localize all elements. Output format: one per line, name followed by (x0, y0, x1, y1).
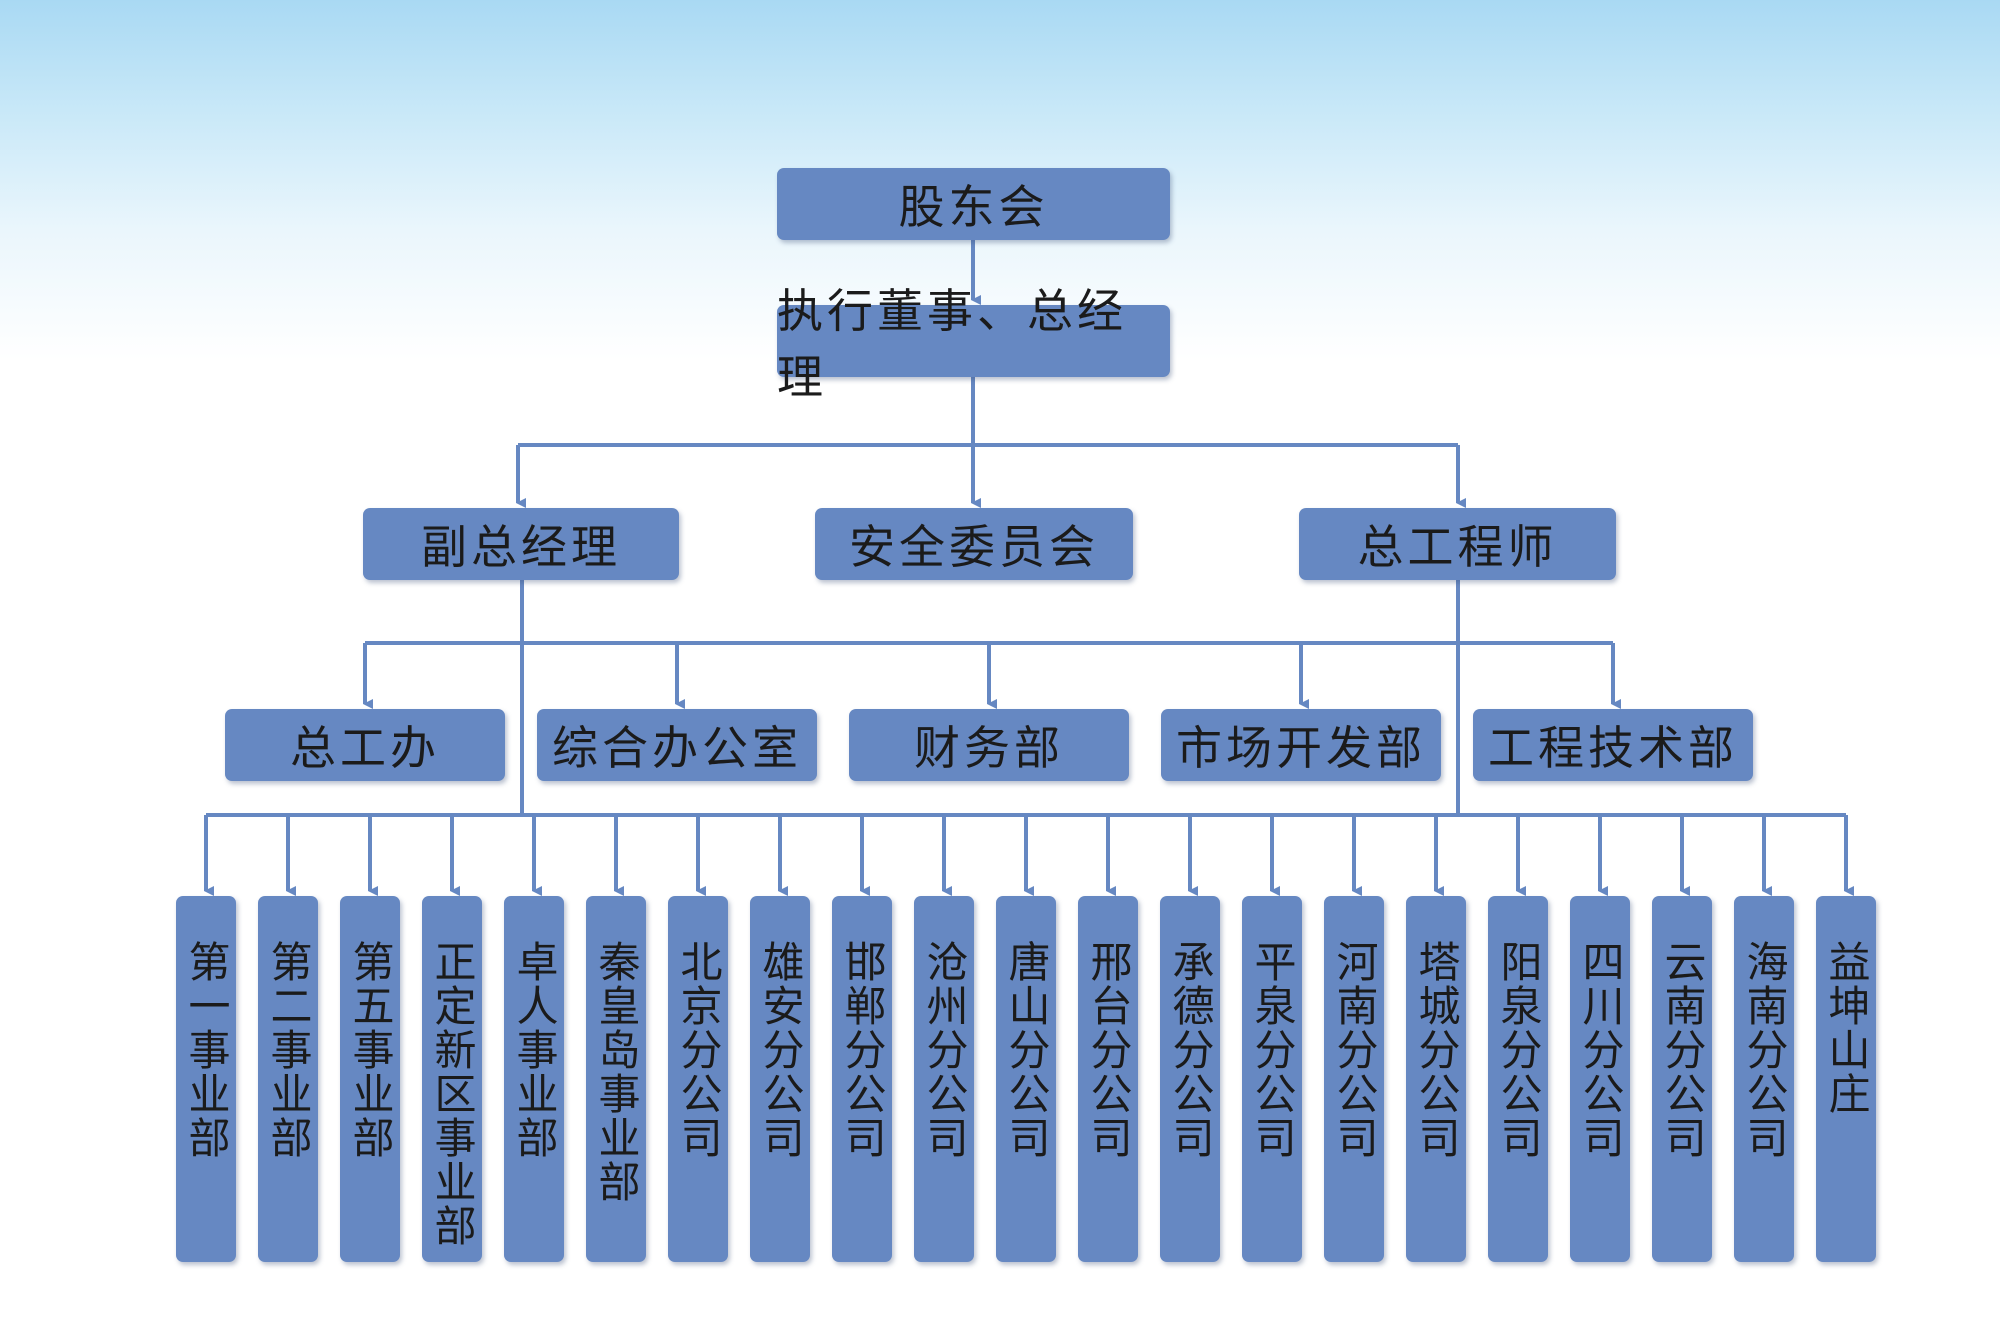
dept-finance-box: 财务部 (849, 709, 1129, 781)
unit-label: 秦皇岛事业部 (592, 940, 641, 1204)
unit-label: 承德分公司 (1166, 940, 1215, 1160)
unit-box: 第二事业部 (258, 896, 318, 1262)
unit-box: 沧州分公司 (914, 896, 974, 1262)
chief-engineer-label: 总工程师 (1357, 520, 1558, 574)
safety-committee-box: 安全委员会 (815, 508, 1133, 580)
unit-label: 第五事业部 (346, 940, 395, 1160)
unit-box: 卓人事业部 (504, 896, 564, 1262)
unit-label: 河南分公司 (1330, 940, 1379, 1160)
unit-label: 沧州分公司 (920, 940, 969, 1160)
dept-label: 总工办 (290, 721, 440, 775)
dept-label: 财务部 (914, 721, 1064, 775)
unit-box: 第五事业部 (340, 896, 400, 1262)
chief-engineer-box: 总工程师 (1299, 508, 1616, 580)
unit-label: 平泉分公司 (1248, 940, 1297, 1160)
unit-box: 海南分公司 (1734, 896, 1794, 1262)
executive-director-label: 执行董事、总经理 (777, 284, 1127, 404)
dept-general-office-box: 综合办公室 (537, 709, 817, 781)
unit-box: 正定新区事业部 (422, 896, 482, 1262)
unit-box: 四川分公司 (1570, 896, 1630, 1262)
unit-box: 河南分公司 (1324, 896, 1384, 1262)
dept-label: 综合办公室 (552, 721, 802, 775)
unit-box: 第一事业部 (176, 896, 236, 1262)
shareholders-meeting-label: 股东会 (898, 180, 1049, 234)
unit-label: 正定新区事业部 (428, 940, 477, 1248)
unit-box: 秦皇岛事业部 (586, 896, 646, 1262)
unit-box: 塔城分公司 (1406, 896, 1466, 1262)
unit-box: 北京分公司 (668, 896, 728, 1262)
unit-label: 邢台分公司 (1084, 940, 1133, 1160)
unit-label: 塔城分公司 (1412, 940, 1461, 1160)
unit-box: 雄安分公司 (750, 896, 810, 1262)
unit-label: 四川分公司 (1576, 940, 1625, 1160)
deputy-gm-box: 副总经理 (363, 508, 679, 580)
unit-box: 益坤山庄 (1816, 896, 1876, 1262)
dept-engineering-tech-box: 工程技术部 (1473, 709, 1753, 781)
unit-label: 阳泉分公司 (1494, 940, 1543, 1160)
safety-committee-label: 安全委员会 (849, 520, 1099, 574)
unit-label: 第一事业部 (182, 940, 231, 1160)
unit-label: 北京分公司 (674, 940, 723, 1160)
unit-box: 承德分公司 (1160, 896, 1220, 1262)
unit-box: 阳泉分公司 (1488, 896, 1548, 1262)
unit-label: 第二事业部 (264, 940, 313, 1160)
shareholders-meeting-box: 股东会 (777, 168, 1170, 240)
dept-label: 工程技术部 (1488, 721, 1738, 775)
unit-label: 雄安分公司 (756, 940, 805, 1160)
unit-box: 平泉分公司 (1242, 896, 1302, 1262)
dept-chief-engineer-office-box: 总工办 (225, 709, 505, 781)
unit-box: 唐山分公司 (996, 896, 1056, 1262)
dept-label: 市场开发部 (1176, 721, 1426, 775)
unit-label: 益坤山庄 (1822, 940, 1871, 1116)
unit-box: 邢台分公司 (1078, 896, 1138, 1262)
unit-label: 海南分公司 (1740, 940, 1789, 1160)
unit-box: 云南分公司 (1652, 896, 1712, 1262)
executive-director-box: 执行董事、总经理 (777, 284, 1170, 404)
dept-market-development-box: 市场开发部 (1161, 709, 1441, 781)
unit-label: 云南分公司 (1658, 940, 1707, 1160)
unit-label: 邯郸分公司 (838, 940, 887, 1160)
unit-label: 卓人事业部 (510, 940, 559, 1160)
unit-box: 邯郸分公司 (832, 896, 892, 1262)
deputy-gm-label: 副总经理 (421, 520, 621, 574)
unit-label: 唐山分公司 (1002, 940, 1051, 1160)
